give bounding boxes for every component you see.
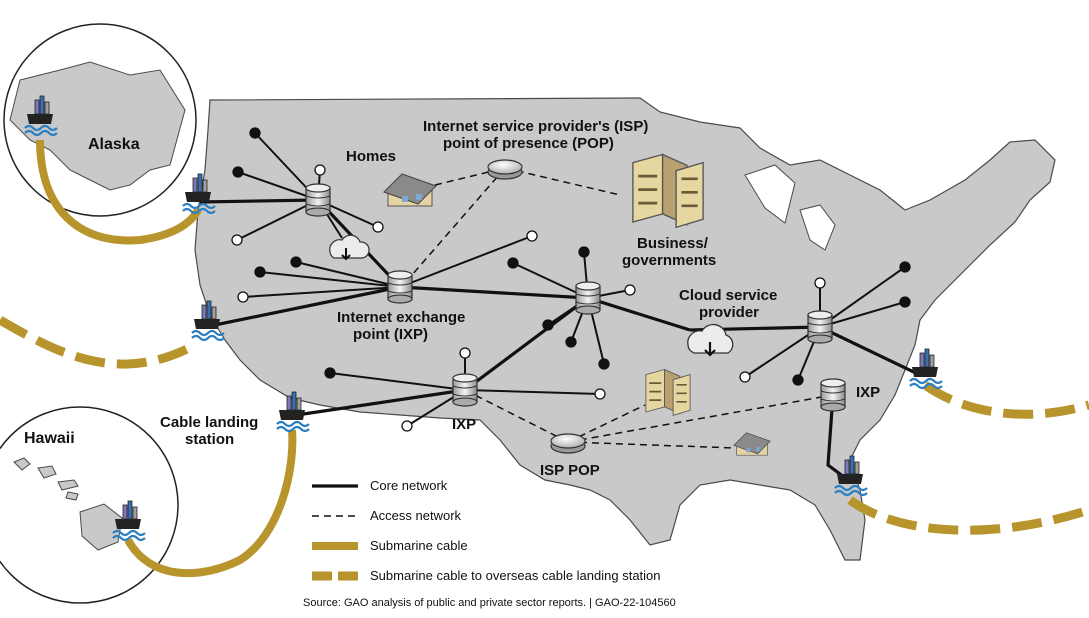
cable-landing-station-icon	[908, 347, 944, 390]
core-line	[204, 285, 401, 329]
access-line	[404, 167, 506, 284]
access-line	[567, 441, 736, 449]
label-hawaii: Hawaii	[24, 430, 75, 447]
label-cable-line2: station	[185, 431, 235, 448]
server-node-icon	[387, 270, 413, 304]
overseas-cables	[0, 316, 1089, 535]
label-cable-line1: Cable landing	[160, 414, 259, 431]
submarine-cable-alaska	[36, 139, 202, 245]
label-ixp-east: IXP	[856, 384, 881, 401]
submarine-cables	[36, 139, 297, 578]
isp-pop-icon	[550, 433, 586, 454]
label-ixp-center: IXP	[452, 416, 477, 433]
server-node-icon	[807, 310, 833, 344]
label-business-line1: Business/	[637, 235, 708, 252]
server-node-icon	[820, 378, 846, 412]
office-building-icon	[631, 153, 705, 229]
label-isp-pop: ISP POP	[540, 462, 600, 479]
access-line	[504, 167, 621, 196]
submarine-cable-hawaii	[124, 429, 297, 578]
label-ixp-line2: point (IXP)	[353, 326, 428, 343]
legend-core-label: Core network	[370, 478, 448, 493]
source-note: Source: GAO analysis of public and priva…	[303, 597, 676, 609]
overseas-cable-west	[0, 316, 198, 369]
legend-access-label: Access network	[370, 508, 462, 523]
label-ixp-line1: Internet exchange	[337, 309, 466, 326]
cloud-icon	[329, 234, 370, 261]
core-line	[199, 198, 319, 204]
office-building-icon	[645, 368, 691, 417]
legend-swatches	[312, 484, 358, 581]
us-mainland	[194, 97, 1056, 561]
overseas-cable-east-south	[847, 496, 1089, 535]
label-isp-pop-line2: point of presence (POP)	[443, 135, 614, 152]
server-node-icon	[452, 373, 478, 407]
endpoint-dot-icons	[231, 127, 911, 432]
server-node-icon	[305, 183, 331, 217]
access-line	[464, 389, 569, 443]
hawaii-islands	[13, 457, 123, 551]
cloud-icon	[687, 323, 734, 357]
label-cloud-line2: provider	[699, 304, 760, 321]
server-node-icon	[575, 281, 601, 315]
core-line	[819, 325, 921, 377]
core-line	[464, 296, 589, 392]
great-lakes	[744, 164, 796, 224]
legend-submarine-label: Submarine cable	[370, 538, 468, 553]
label-isp-pop-line1: Internet service provider's (ISP)	[423, 118, 649, 135]
core-line	[399, 285, 589, 300]
label-cloud-line1: Cloud service	[679, 287, 778, 304]
label-business-line2: governments	[622, 252, 717, 269]
label-alaska: Alaska	[88, 136, 140, 153]
isp-pop-icon	[487, 159, 523, 180]
access-line	[567, 394, 834, 443]
core-line	[289, 388, 466, 418]
overseas-cable-east-north	[922, 381, 1089, 419]
core-line	[587, 296, 691, 332]
label-homes: Homes	[346, 148, 397, 165]
legend-overseas-label: Submarine cable to overseas cable landin…	[370, 568, 661, 583]
